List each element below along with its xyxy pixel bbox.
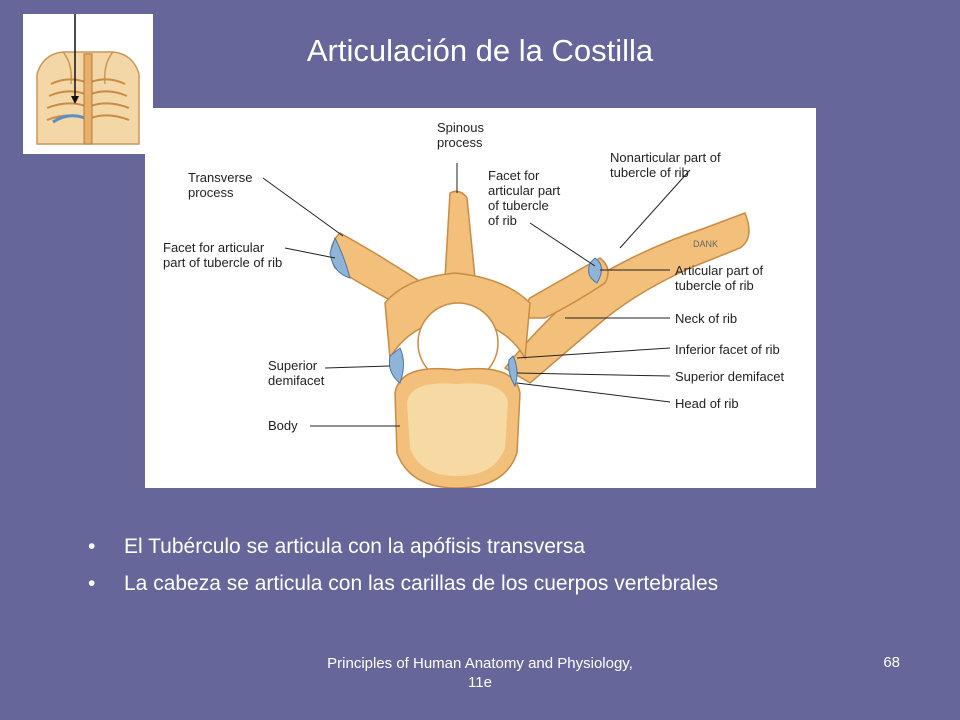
footer-text: Principles of Human Anatomy and Physiolo… bbox=[327, 655, 633, 691]
label-nonarticular-part: Nonarticular part of tubercle of rib bbox=[610, 150, 721, 180]
torso-illustration bbox=[23, 14, 153, 154]
torso-thumbnail bbox=[23, 14, 153, 154]
slide-title: Articulación de la Costilla bbox=[306, 33, 654, 68]
label-neck-of-rib: Neck of rib bbox=[675, 311, 738, 326]
label-facet-articular-right: Facet for articular part of tubercle of … bbox=[488, 168, 561, 228]
bullet-item: El Tubérculo se articula con la apófisis… bbox=[88, 528, 928, 565]
right-demifacet bbox=[508, 355, 518, 388]
left-superior-demifacet bbox=[389, 347, 404, 384]
vertebra-figure: DANK Spinous process Transverse process … bbox=[145, 108, 816, 488]
vertebral-body-cancellous bbox=[407, 383, 508, 476]
label-body: Body bbox=[268, 418, 298, 433]
right-transverse-process bbox=[513, 257, 609, 319]
label-facet-articular-left: Facet for articular part of tubercle of … bbox=[163, 240, 283, 270]
label-superior-demifacet-left: Superior demifacet bbox=[268, 358, 325, 388]
bullet-item: La cabeza se articula con las carillas d… bbox=[88, 565, 928, 602]
label-inferior-facet: Inferior facet of rib bbox=[675, 342, 780, 357]
label-spinous-process: Spinous process bbox=[437, 120, 484, 150]
label-transverse-process: Transverse process bbox=[188, 170, 253, 200]
label-head-of-rib: Head of rib bbox=[675, 396, 739, 411]
label-superior-demifacet-right: Superior demifacet bbox=[675, 369, 785, 384]
vertebra-illustration: DANK bbox=[262, 163, 750, 488]
signature: DANK bbox=[693, 239, 718, 249]
bullet-list: El Tubérculo se articula con la apófisis… bbox=[88, 528, 928, 602]
page-number: 68 bbox=[883, 654, 900, 671]
label-articular-part: Articular part of tubercle of rib bbox=[675, 263, 764, 293]
left-facet bbox=[329, 236, 351, 279]
